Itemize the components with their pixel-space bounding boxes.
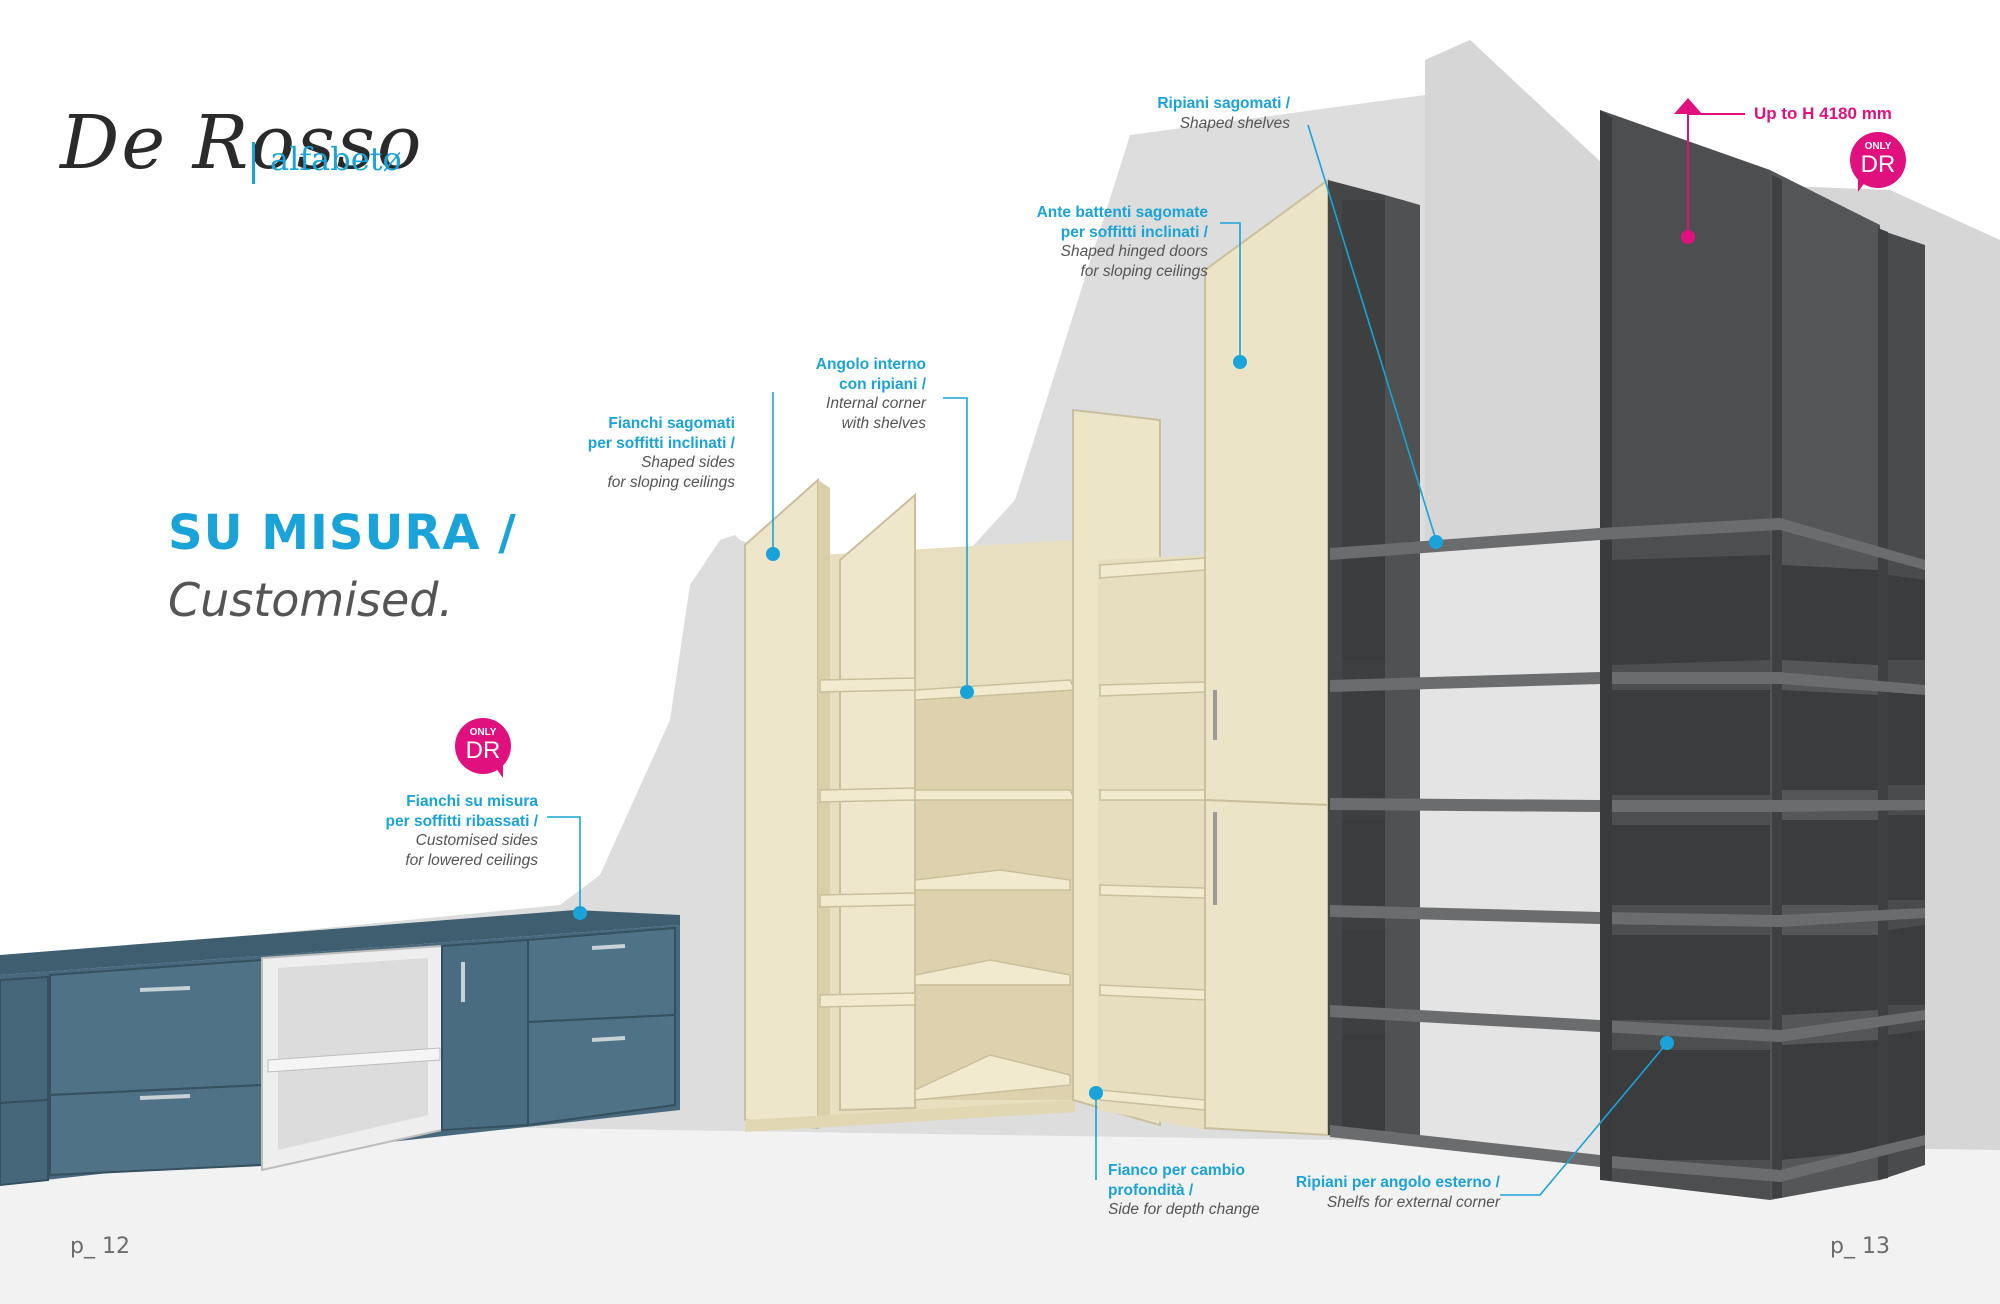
badge-line1: ONLY <box>469 727 497 738</box>
brand-logo: De Rosso <box>60 100 424 186</box>
label-internal-corner: Angolo interno con ripiani / Internal co… <box>720 355 926 433</box>
badge-line2: DR <box>465 737 501 764</box>
floor <box>0 1120 2000 1304</box>
label-en: Customised sides <box>415 832 538 849</box>
only-dr-badge: ONLY DR <box>1850 132 1906 192</box>
page-subtitle: Customised. <box>168 573 454 627</box>
label-en: Side for depth change <box>1108 1201 1260 1218</box>
label-en: Shaped hinged doors <box>1060 243 1208 260</box>
badge-tail <box>1858 178 1868 192</box>
label-customised-sides: Fianchi su misura per soffitti ribassati… <box>330 792 538 870</box>
anthracite-bookcase <box>1328 110 1925 1200</box>
badge-line2: DR <box>1860 151 1896 178</box>
label-en: for sloping ceilings <box>607 473 735 491</box>
label-shaped-shelves: Ripiani sagomati / Shaped shelves <box>1080 94 1290 133</box>
label-it: con ripiani / <box>839 375 926 393</box>
badge-line1: ONLY <box>1864 141 1892 152</box>
label-it: Fianchi sagomati <box>608 415 735 432</box>
label-external-corner: Ripiani per angolo esterno / Shelfs for … <box>1260 1173 1500 1212</box>
label-it: per soffitti ribassati / <box>385 812 538 830</box>
label-en: Shelfs for external corner <box>1326 1193 1500 1211</box>
label-it: Ante battenti sagomate <box>1036 204 1208 221</box>
label-en: for lowered ceilings <box>405 851 538 869</box>
page-title: SU MISURA / <box>168 505 517 561</box>
label-hinged-doors: Ante battenti sagomate per soffitti incl… <box>990 203 1208 281</box>
page-number-right: p_ 13 <box>1830 1234 1890 1259</box>
label-it: Ripiani per angolo esterno / <box>1295 1174 1500 1191</box>
only-dr-badge: ONLY DR <box>455 718 511 778</box>
label-it: Ripiani sagomati / <box>1157 95 1290 112</box>
label-depth-change: Fianco per cambio profondità / Side for … <box>1108 1161 1308 1220</box>
label-en: for sloping ceilings <box>1080 262 1208 280</box>
label-en: Internal corner <box>826 395 926 412</box>
label-it: per soffitti inclinati / <box>1060 223 1208 241</box>
label-en: Shaped sides <box>641 454 735 471</box>
badge-tail <box>493 764 503 778</box>
label-en: with shelves <box>841 414 926 432</box>
label-en: Shaped shelves <box>1179 114 1290 132</box>
brand-divider <box>252 142 255 184</box>
label-it: Angolo interno <box>815 356 926 373</box>
collection-name: alfabetø <box>270 140 402 178</box>
label-it: Fianchi su misura <box>406 793 538 810</box>
label-it: profondità / <box>1108 1181 1194 1199</box>
label-max-height: Up to H 4180 mm <box>1754 104 1892 123</box>
page-number-left: p_ 12 <box>70 1234 130 1259</box>
label-shaped-sides: Fianchi sagomati per soffitti inclinati … <box>530 414 735 492</box>
label-it: Fianco per cambio <box>1108 1162 1245 1179</box>
label-it: per soffitti inclinati / <box>587 434 735 452</box>
low-sideboard <box>0 910 680 1187</box>
